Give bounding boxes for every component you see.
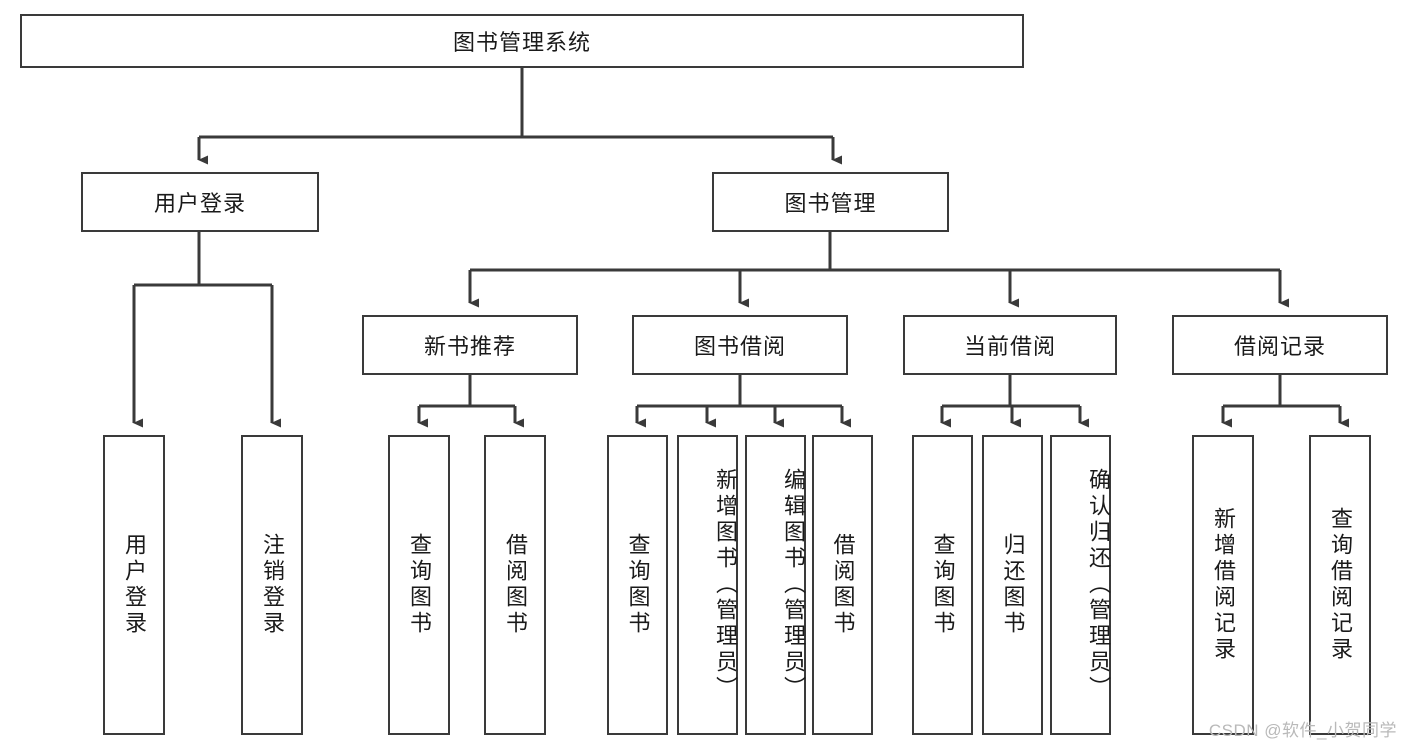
node-label: 新书推荐 [423, 334, 516, 359]
node-label: 编辑图书（管理员） [781, 468, 806, 702]
node-label: 确认归还（管理员） [1086, 468, 1111, 702]
node-leaf-edit-book[interactable]: 编辑图书（管理员） [745, 435, 806, 735]
node-label: 查询图书 [930, 533, 956, 637]
node-label: 归还图书 [1000, 533, 1026, 637]
node-leaf-add-borrow-record[interactable]: 新增借阅记录 [1192, 435, 1254, 735]
node-leaf-user-logout[interactable]: 注销登录 [241, 435, 303, 735]
node-label: 图书借阅 [693, 334, 786, 359]
node-leaf-borrow-book[interactable]: 借阅图书 [812, 435, 873, 735]
node-label: 图书管理 [784, 191, 877, 216]
node-leaf-borrow-book-recommend[interactable]: 借阅图书 [484, 435, 546, 735]
node-current-borrow[interactable]: 当前借阅 [903, 315, 1117, 375]
node-leaf-confirm-return[interactable]: 确认归还（管理员） [1050, 435, 1111, 735]
node-new-book-recommend[interactable]: 新书推荐 [362, 315, 578, 375]
node-label: 注销登录 [260, 533, 285, 637]
node-label: 用户登录 [153, 191, 246, 216]
node-borrow-records[interactable]: 借阅记录 [1172, 315, 1388, 375]
node-label: 借阅图书 [830, 533, 856, 637]
node-root-system[interactable]: 图书管理系统 [20, 14, 1024, 68]
node-label: 新增图书（管理员） [713, 468, 738, 702]
node-leaf-query-book-borrow[interactable]: 查询图书 [607, 435, 668, 735]
node-label: 新增借阅记录 [1211, 507, 1236, 663]
node-leaf-query-book-current[interactable]: 查询图书 [912, 435, 973, 735]
node-leaf-query-book-recommend[interactable]: 查询图书 [388, 435, 450, 735]
node-leaf-query-borrow-record[interactable]: 查询借阅记录 [1309, 435, 1371, 735]
node-book-borrow[interactable]: 图书借阅 [632, 315, 848, 375]
node-label: 用户登录 [122, 533, 147, 637]
node-label: 借阅图书 [503, 533, 528, 637]
node-user-login[interactable]: 用户登录 [81, 172, 319, 232]
node-label: 查询图书 [407, 533, 432, 637]
node-label: 当前借阅 [963, 334, 1056, 359]
node-label: 查询图书 [625, 533, 651, 637]
node-leaf-user-login[interactable]: 用户登录 [103, 435, 165, 735]
node-label: 借阅记录 [1233, 334, 1326, 359]
node-label: 查询借阅记录 [1328, 507, 1353, 663]
node-leaf-add-book[interactable]: 新增图书（管理员） [677, 435, 738, 735]
node-label: 图书管理系统 [452, 30, 591, 55]
csdn-watermark: CSDN @软件_小贺同学 [1208, 721, 1397, 740]
node-leaf-return-book[interactable]: 归还图书 [982, 435, 1043, 735]
node-book-management[interactable]: 图书管理 [712, 172, 949, 232]
